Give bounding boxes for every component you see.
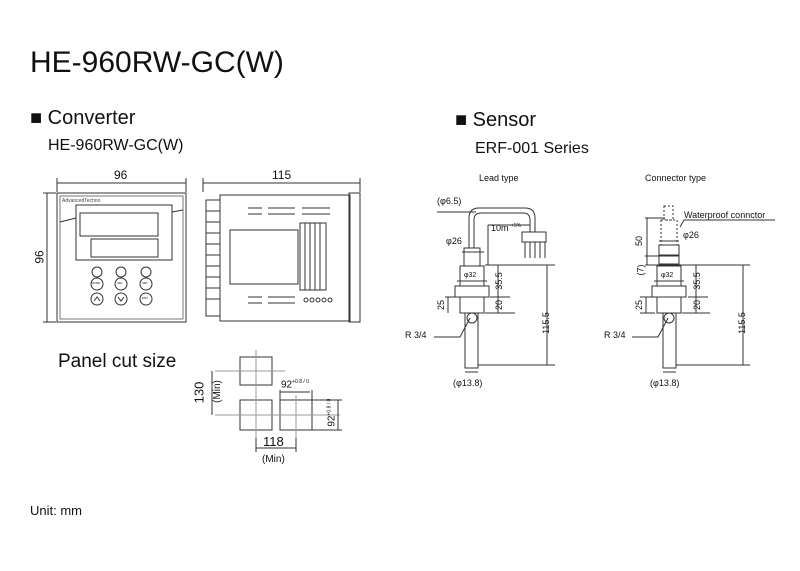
lead-cable-tolerance: +5%	[511, 223, 522, 229]
ent-button: ENT	[142, 296, 148, 300]
lead-head-dia: φ26	[446, 236, 462, 246]
lead-dim-115-5: 115.5	[540, 312, 551, 334]
lead-probe-dia: (φ13.8)	[453, 378, 483, 388]
lead-dim-35-5: 35.5	[493, 272, 504, 290]
horizontal-pitch-dim: 118	[263, 434, 284, 449]
vertical-pitch-note: (Min)	[211, 380, 223, 403]
lead-hex-dia: φ32	[464, 272, 477, 279]
front-height-dim: 96	[32, 250, 47, 264]
vertical-pitch-dim: 130	[191, 381, 207, 404]
converter-heading-text: Converter	[47, 107, 136, 129]
connector-thread: R 3/4	[604, 330, 626, 340]
unit-note: Unit: mm	[30, 503, 82, 518]
connector-head-dia: φ26	[683, 230, 699, 240]
lead-cable-dia: (φ6.5)	[437, 196, 462, 206]
cut-height-tolerance: +0.8 / 0	[326, 398, 333, 416]
brand-logo: AdvancedTechno	[62, 198, 101, 204]
connector-dim-7: (7)	[635, 264, 646, 276]
converter-side-view	[203, 178, 360, 322]
side-depth-dim: 115	[272, 168, 292, 182]
lead-thread: R 3/4	[405, 330, 427, 340]
connector-label: Waterproof connctor	[684, 210, 766, 220]
lead-cable-length: 10m +5%	[491, 223, 521, 233]
cut-width-tolerance: +0.8 / 0	[292, 379, 309, 385]
connector-dim-50: 50	[634, 235, 645, 247]
sensor-heading: ■ Sensor	[455, 109, 537, 131]
connector-dim-35-5: 35.5	[691, 272, 702, 290]
lead-cable-length-value: 10m	[491, 223, 509, 233]
front-width-dim: 96	[114, 168, 128, 182]
panel-cut-heading: Panel cut size	[58, 351, 177, 372]
connector-dim-115-5: 115.5	[736, 312, 747, 334]
connector-dim-25: 25	[634, 299, 645, 311]
connector-type-sensor-drawing	[632, 206, 775, 372]
lead-type-sensor-drawing	[434, 208, 555, 372]
sel-button: SEL	[117, 281, 123, 285]
mode-button: MODE	[91, 281, 100, 285]
connector-dim-20: 20	[692, 299, 703, 311]
connector-probe-dia: (φ13.8)	[650, 378, 680, 388]
cut-width-dim: 92+0.8 / 0	[281, 379, 309, 390]
converter-front-view	[43, 178, 186, 322]
converter-model: HE-960RW-GC(W)	[48, 137, 184, 154]
connector-type-label: Connector type	[645, 173, 707, 183]
horizontal-pitch-note: (Min)	[262, 454, 285, 465]
connector-hex-dia: φ32	[661, 272, 674, 279]
panel-cut-drawing	[212, 350, 342, 452]
sensor-series: ERF-001 Series	[475, 140, 589, 157]
cut-height-dim: 92+0.8 / 0	[326, 399, 337, 427]
lead-dim-25: 25	[436, 299, 447, 311]
sensor-heading-text: Sensor	[472, 109, 537, 131]
cut-width-value: 92	[281, 379, 293, 391]
lead-dim-20: 20	[494, 299, 505, 311]
set-button: SET	[142, 281, 148, 285]
lead-type-label: Lead type	[479, 173, 519, 183]
cut-height-value: 92	[326, 415, 338, 427]
page-title: HE-960RW-GC(W)	[30, 46, 284, 79]
converter-heading: ■ Converter	[30, 107, 136, 129]
